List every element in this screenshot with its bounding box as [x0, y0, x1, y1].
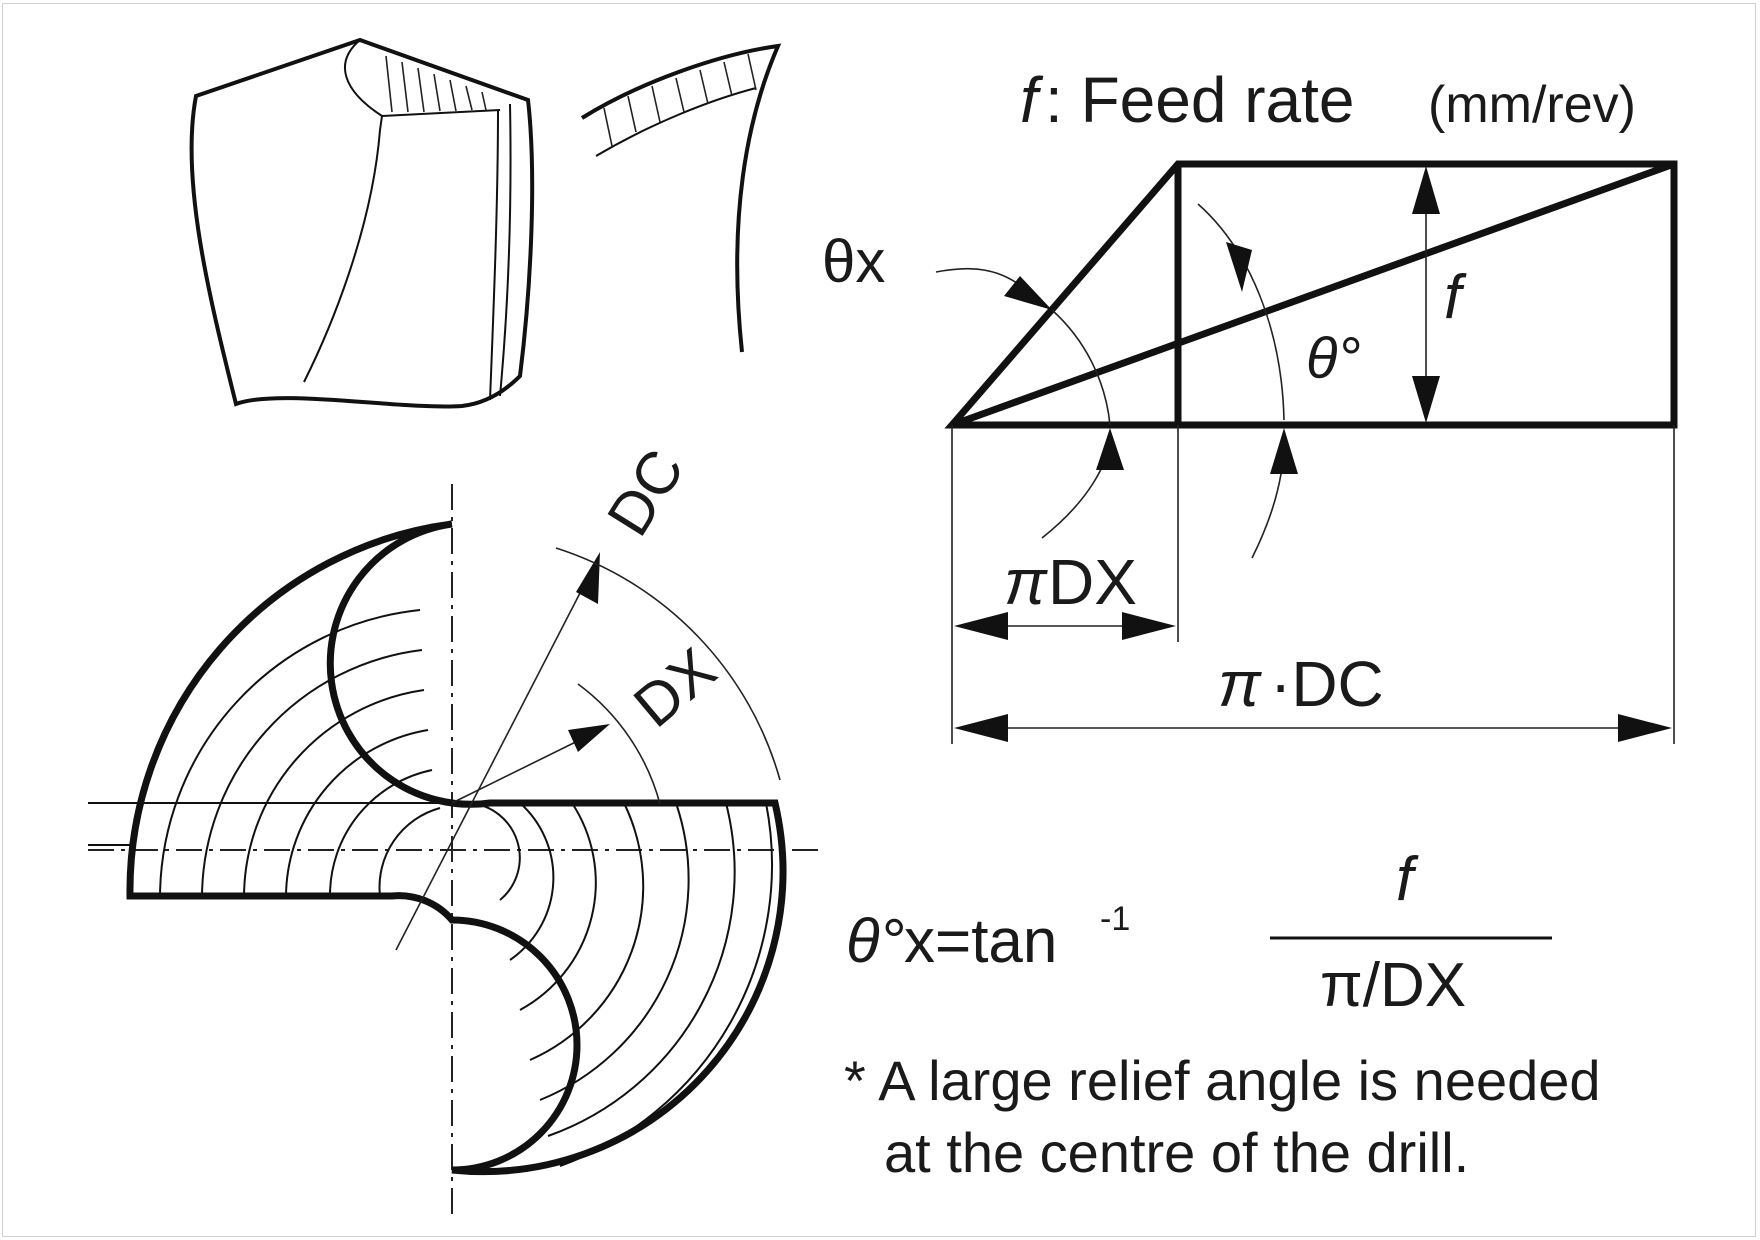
dx-label: DX — [621, 635, 728, 740]
note-line-2: at the centre of the drill. — [884, 1121, 1469, 1184]
feed-rate-title: : Feed rate — [1045, 64, 1355, 136]
figure-frame — [2, 3, 1756, 1237]
theta-x-label: θx — [822, 228, 885, 295]
feed-rate-diagram — [935, 160, 1678, 744]
drill-side-view — [189, 37, 535, 409]
note-line-1: * A large relief angle is needed — [844, 1049, 1601, 1112]
dc-label: DC — [594, 438, 697, 547]
pi-dx-label: DX — [1048, 546, 1137, 618]
pi-dx-pi: π — [1004, 546, 1048, 618]
f-dimension-label: f — [1444, 263, 1467, 332]
formula-numerator: f — [1396, 845, 1419, 914]
formula-lhs: x=tan — [904, 907, 1057, 976]
cutting-edge-profile — [580, 43, 782, 353]
pi-dc-pi: π — [1218, 648, 1262, 720]
pi-dc-label: ·DC — [1270, 648, 1384, 720]
formula-denominator: π/DX — [1320, 951, 1466, 1020]
feed-symbol: f — [1020, 64, 1044, 136]
feed-rate-unit: (mm/rev) — [1428, 76, 1636, 134]
drill-end-view — [88, 484, 820, 1214]
formula-theta: θ° — [846, 907, 904, 976]
formula-exponent: -1 — [1100, 900, 1130, 938]
theta-degree-label: θ° — [1306, 326, 1361, 391]
